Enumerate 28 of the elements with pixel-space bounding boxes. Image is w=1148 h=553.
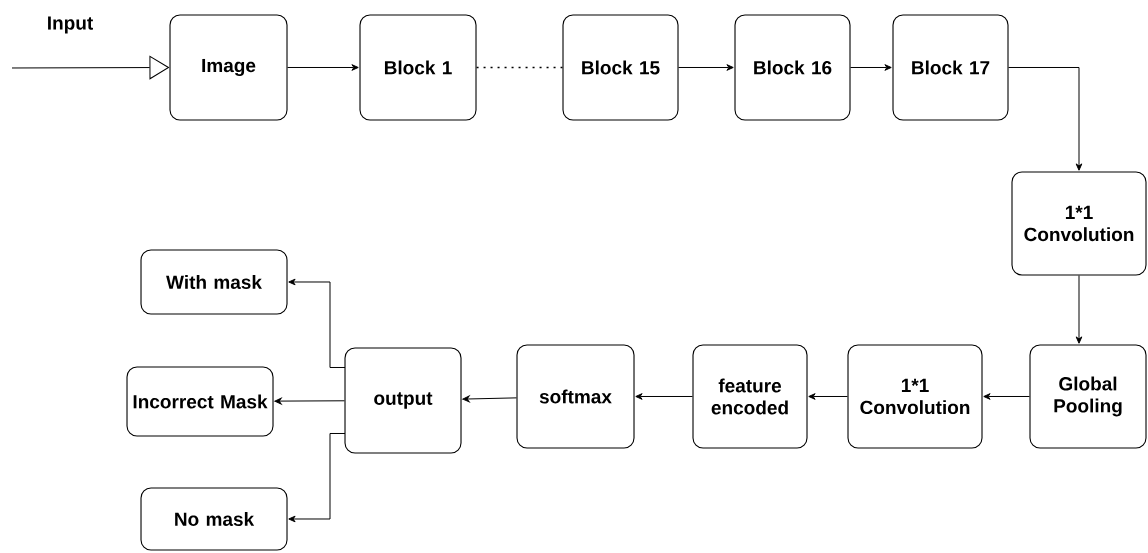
- arrow: [983, 393, 1030, 400]
- process-box: Block 17: [892, 14, 1009, 121]
- arrow: [635, 393, 693, 400]
- process-box: 1*1 Convolution: [847, 344, 983, 449]
- process-box: Block 16: [734, 14, 851, 121]
- process-box: Block 1: [359, 14, 477, 121]
- process-box: Global Pooling: [1029, 344, 1147, 449]
- arrow: [1008, 67, 1083, 171]
- arrow: [1075, 275, 1083, 344]
- process-box: Image: [169, 14, 288, 121]
- arrow: [678, 64, 734, 71]
- arrow: [850, 64, 892, 71]
- arrow: [288, 278, 346, 368]
- arrow: [288, 433, 346, 523]
- process-box: No mask: [140, 487, 288, 551]
- arrow: [274, 397, 345, 405]
- process-box: feature encoded: [692, 344, 808, 449]
- process-box: softmax: [516, 344, 635, 449]
- edge-label: Input: [45, 15, 95, 35]
- arrow: [11, 55, 169, 80]
- process-box: With mask: [140, 249, 288, 315]
- arrow: [462, 395, 517, 403]
- arrow: [287, 64, 359, 71]
- arrow: [808, 393, 848, 400]
- process-box: Block 15: [562, 14, 679, 121]
- process-box: output: [344, 347, 462, 454]
- process-box: Incorrect Mask: [126, 366, 274, 437]
- process-box: 1*1 Convolution: [1011, 171, 1147, 276]
